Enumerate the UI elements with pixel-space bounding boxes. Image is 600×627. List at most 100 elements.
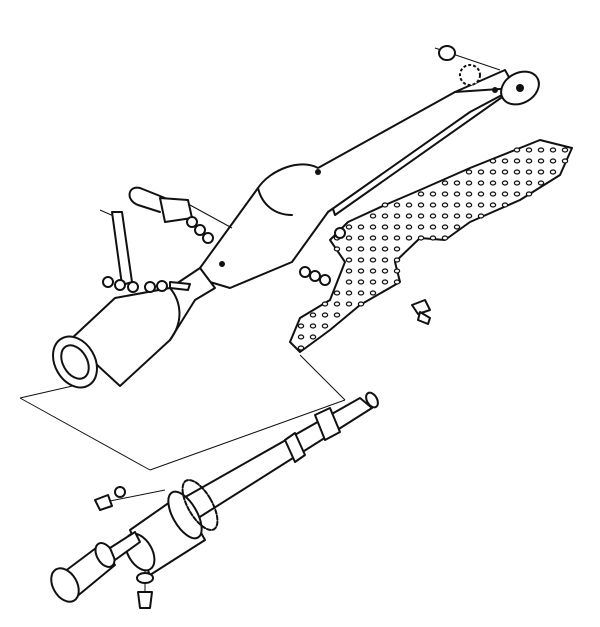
plate-hole (477, 169, 485, 175)
plate-hole (357, 268, 365, 274)
plate-hole (381, 268, 389, 274)
plate-hole (333, 290, 341, 296)
plate-hole (441, 202, 449, 208)
link-arm (99, 209, 191, 293)
plate-hole (381, 213, 389, 219)
plate-hole (309, 323, 317, 329)
plate-hole (537, 180, 545, 186)
plate-hole (345, 301, 353, 307)
plate-hole (477, 180, 485, 186)
plate-hole (477, 213, 485, 219)
plate-hole (345, 279, 353, 285)
u-bolt-clamp (128, 186, 233, 244)
plate-hole (357, 290, 365, 296)
plate-hole (549, 158, 557, 164)
plate-hole (333, 301, 341, 307)
plate-hole (393, 213, 401, 219)
plate-hole (453, 191, 461, 197)
plate-hole (441, 224, 449, 230)
plate-hole (321, 312, 329, 318)
plate-hole (393, 224, 401, 230)
plate-hole (537, 158, 545, 164)
plate-hole (393, 279, 401, 285)
plate-hole (513, 158, 521, 164)
plate-hole (357, 301, 365, 307)
plate-hole (417, 191, 425, 197)
plate-hole (345, 246, 353, 252)
plate-hole (357, 257, 365, 263)
plate-hole (453, 224, 461, 230)
plate-hole (369, 235, 377, 241)
plate-hole (441, 180, 449, 186)
plate-hole (501, 191, 509, 197)
plate-hole (465, 202, 473, 208)
steering-shaft (179, 391, 379, 521)
plate-hole (321, 301, 329, 307)
plate-hole (321, 323, 329, 329)
plate-hole (417, 202, 425, 208)
plate-hole (345, 224, 353, 230)
plate-hole (489, 158, 497, 164)
plate-hole (537, 169, 545, 175)
plate-hole (369, 279, 377, 285)
plate-hole (309, 312, 317, 318)
plate-hole (477, 202, 485, 208)
plate-hole (525, 147, 533, 153)
plate-hole (369, 246, 377, 252)
plate-hole (381, 246, 389, 252)
plate-hole (453, 180, 461, 186)
plate-hole (357, 224, 365, 230)
plate-hole (429, 224, 437, 230)
plate-hole (381, 224, 389, 230)
plate-hole (297, 323, 305, 329)
plate-hole (477, 191, 485, 197)
plate-hole (345, 268, 353, 274)
column-outer-tube (52, 69, 516, 389)
plate-hole (333, 246, 341, 252)
plate-hole (417, 224, 425, 230)
plate-hole (429, 235, 437, 241)
plate-hole (465, 213, 473, 219)
plate-hole (525, 191, 533, 197)
plate-hole (501, 202, 509, 208)
plate-hole (381, 279, 389, 285)
plate-hole (501, 169, 509, 175)
plate-hole (405, 213, 413, 219)
plate-hole (357, 246, 365, 252)
plate-hole (381, 202, 389, 208)
plate-hole (525, 180, 533, 186)
plate-hole (405, 202, 413, 208)
plate-hole (393, 235, 401, 241)
plate-hole (345, 290, 353, 296)
plate-hole (561, 147, 569, 153)
plate-hole (357, 235, 365, 241)
plate-hole (489, 180, 497, 186)
plate-hole (333, 312, 341, 318)
plate-hole (381, 235, 389, 241)
plate-hole (513, 180, 521, 186)
plate-hole (489, 202, 497, 208)
plate-hole (489, 169, 497, 175)
lower-coupling (50, 531, 141, 603)
plate-hole (297, 334, 305, 340)
plate-hole (429, 202, 437, 208)
plate-hole (513, 169, 521, 175)
plate-hole (441, 191, 449, 197)
plate-hole (465, 180, 473, 186)
plate-hole (489, 191, 497, 197)
plate-hole (465, 169, 473, 175)
plate-hole (441, 213, 449, 219)
plate-hole (417, 213, 425, 219)
top-bracket-disc (500, 70, 540, 106)
plate-hole (345, 235, 353, 241)
plate-hole (549, 147, 557, 153)
plate-hole (393, 268, 401, 274)
plate-hole (525, 158, 533, 164)
lower-bolts (94, 486, 166, 609)
plate-hole (537, 147, 545, 153)
perforated-mounting-plate (289, 139, 573, 353)
plate-hole (369, 224, 377, 230)
plate-hole (513, 191, 521, 197)
plate-hole (345, 257, 353, 263)
